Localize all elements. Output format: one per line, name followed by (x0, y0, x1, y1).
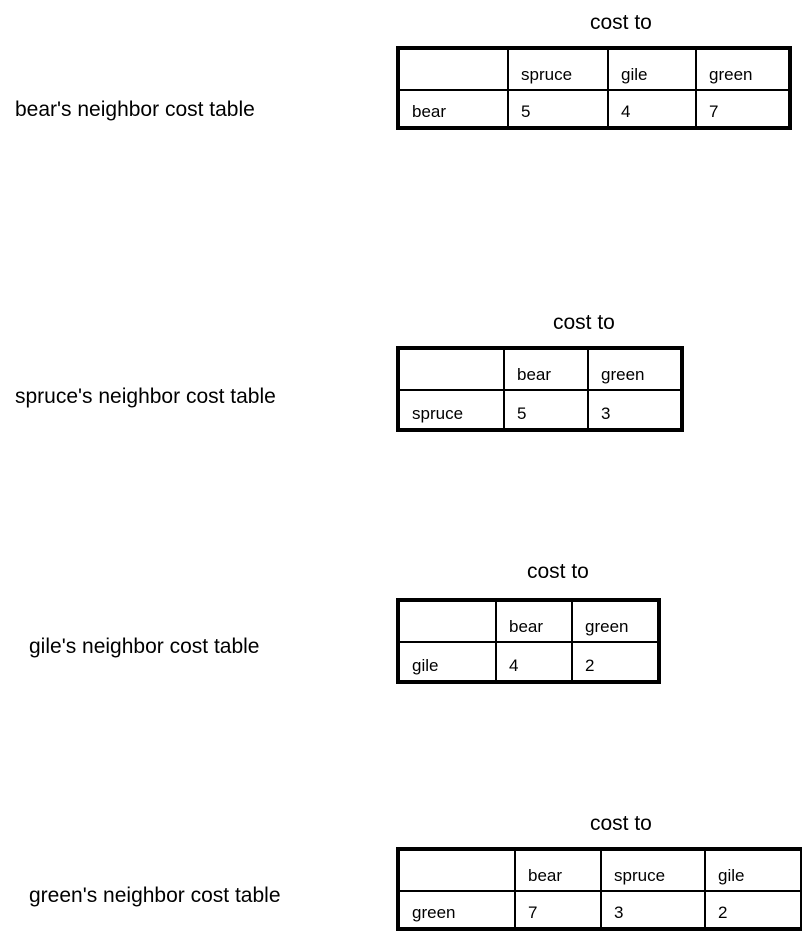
corner-cell (397, 848, 516, 892)
column-header: green (695, 47, 791, 91)
table-header-row: spruce gile green (397, 47, 791, 91)
green-table-label: green's neighbor cost table (29, 884, 281, 907)
column-header: spruce (507, 47, 609, 91)
corner-cell (397, 599, 497, 643)
table-header-row: bear green (397, 347, 683, 391)
column-header: green (587, 347, 683, 391)
spruce-cost-table: bear green spruce 5 3 (396, 346, 684, 432)
cost-cell: 7 (514, 890, 602, 930)
spruce-cost-to-caption: cost to (553, 311, 615, 334)
gile-cost-to-caption: cost to (527, 560, 589, 583)
cost-cell: 3 (600, 890, 706, 930)
table-row: green 7 3 2 (397, 890, 802, 930)
green-cost-to-caption: cost to (590, 812, 652, 835)
bear-cost-to-caption: cost to (590, 11, 652, 34)
column-header: bear (514, 848, 602, 892)
cost-cell: 4 (607, 89, 697, 129)
column-header: spruce (600, 848, 706, 892)
bear-cost-table: spruce gile green bear 5 4 7 (396, 46, 792, 130)
column-header: gile (607, 47, 697, 91)
column-header: bear (503, 347, 589, 391)
corner-cell (397, 347, 505, 391)
cost-cell: 4 (495, 641, 573, 683)
row-label: gile (397, 641, 497, 683)
table-row: spruce 5 3 (397, 389, 683, 431)
column-header: green (571, 599, 660, 643)
cost-cell: 3 (587, 389, 683, 431)
cost-cell: 5 (507, 89, 609, 129)
green-cost-table: bear spruce gile green 7 3 2 (396, 847, 802, 931)
table-header-row: bear spruce gile (397, 848, 802, 892)
table-header-row: bear green (397, 599, 660, 643)
cost-cell: 5 (503, 389, 589, 431)
spruce-table-label: spruce's neighbor cost table (15, 385, 276, 408)
table-row: bear 5 4 7 (397, 89, 791, 129)
bear-table-label: bear's neighbor cost table (15, 98, 255, 121)
cost-cell: 2 (704, 890, 802, 930)
row-label: green (397, 890, 516, 930)
table-row: gile 4 2 (397, 641, 660, 683)
cost-cell: 2 (571, 641, 660, 683)
row-label: spruce (397, 389, 505, 431)
cost-cell: 7 (695, 89, 791, 129)
corner-cell (397, 47, 509, 91)
gile-cost-table: bear green gile 4 2 (396, 598, 661, 684)
column-header: bear (495, 599, 573, 643)
column-header: gile (704, 848, 802, 892)
gile-table-label: gile's neighbor cost table (29, 635, 260, 658)
row-label: bear (397, 89, 509, 129)
